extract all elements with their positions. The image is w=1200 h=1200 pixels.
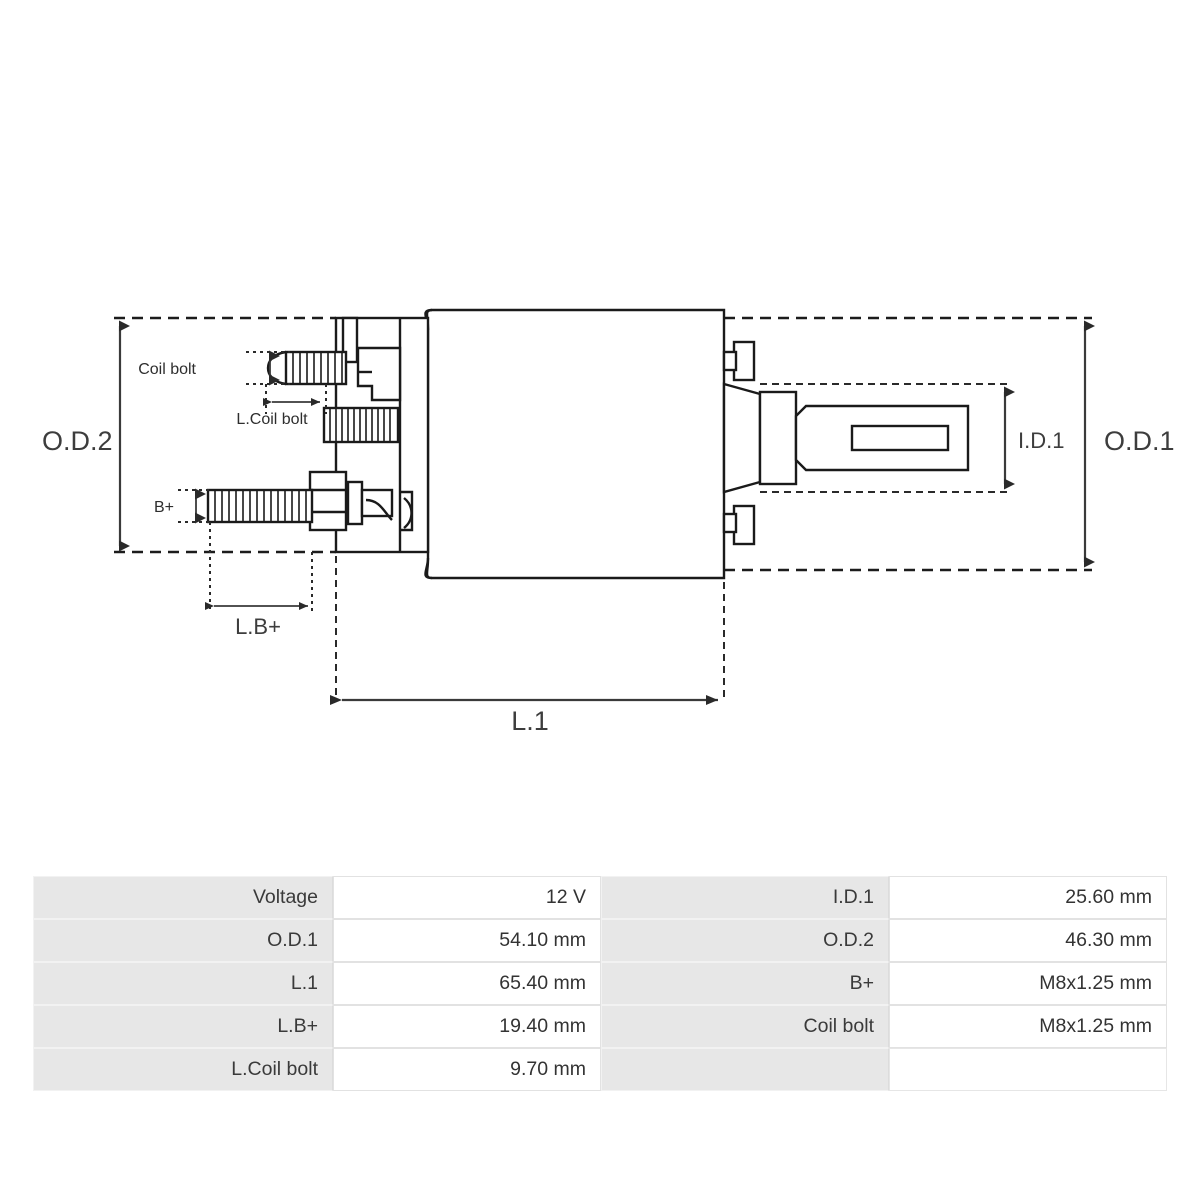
bplus-terminal-nut xyxy=(308,470,348,532)
spec-label: B+ xyxy=(601,962,889,1005)
id1-extension-lines xyxy=(760,383,1012,493)
spec-label: L.Coil bolt xyxy=(33,1048,333,1091)
solenoid-cross-section-drawing: O.D.2 O.D.1 I.D.1 Coil bolt L.Coil bolt xyxy=(42,308,1175,736)
l1-label: L.1 xyxy=(511,706,549,736)
coil-collar-hatch xyxy=(322,406,400,444)
l-coil-bolt-label: L.Coil bolt xyxy=(236,411,308,428)
spec-value: 19.40 mm xyxy=(333,1005,601,1048)
spec-value: M8x1.25 mm xyxy=(889,1005,1167,1048)
spec-value-empty xyxy=(889,1048,1167,1091)
od2-label: O.D.2 xyxy=(42,426,113,456)
spec-value: 54.10 mm xyxy=(333,919,601,962)
od1-extension-lines xyxy=(724,316,1092,572)
dimension-l-coil-bolt: L.Coil bolt xyxy=(236,384,327,428)
spec-value: 25.60 mm xyxy=(889,876,1167,919)
id1-label: I.D.1 xyxy=(1018,428,1064,453)
lbplus-label: L.B+ xyxy=(235,614,281,639)
specification-table-wrapper: Voltage 12 V I.D.1 25.60 mm O.D.1 54.10 … xyxy=(33,876,1167,1091)
dimension-lbplus: L.B+ xyxy=(205,522,313,639)
spec-value: M8x1.25 mm xyxy=(889,962,1167,1005)
spec-value: 46.30 mm xyxy=(889,919,1167,962)
table-row: Voltage 12 V I.D.1 25.60 mm xyxy=(33,876,1167,919)
bplus-label: B+ xyxy=(154,499,174,516)
spec-label: O.D.1 xyxy=(33,919,333,962)
od1-label: O.D.1 xyxy=(1104,426,1175,456)
table-row: O.D.1 54.10 mm O.D.2 46.30 mm xyxy=(33,919,1167,962)
solenoid-right-assembly xyxy=(722,340,970,546)
table-row: L.1 65.40 mm B+ M8x1.25 mm xyxy=(33,962,1167,1005)
od2-extension-lines xyxy=(114,316,336,554)
table-row: L.Coil bolt 9.70 mm xyxy=(33,1048,1167,1091)
dimension-bplus: B+ xyxy=(154,488,212,524)
solenoid-left-housing xyxy=(206,316,430,554)
coil-bolt-label: Coil bolt xyxy=(138,361,196,378)
dimension-l1: L.1 xyxy=(330,556,725,736)
dimension-od1: O.D.1 xyxy=(1083,320,1175,568)
spec-label: I.D.1 xyxy=(601,876,889,919)
spec-label: O.D.2 xyxy=(601,919,889,962)
spec-value: 65.40 mm xyxy=(333,962,601,1005)
spec-label: Voltage xyxy=(33,876,333,919)
solenoid-main-body xyxy=(424,308,726,580)
spec-label: L.B+ xyxy=(33,1005,333,1048)
dimension-id1: I.D.1 xyxy=(1003,386,1064,490)
dimension-coil-bolt: Coil bolt xyxy=(138,350,290,386)
spec-value: 9.70 mm xyxy=(333,1048,601,1091)
table-row: L.B+ 19.40 mm Coil bolt M8x1.25 mm xyxy=(33,1005,1167,1048)
coil-bolt-thread xyxy=(266,350,348,386)
spec-value: 12 V xyxy=(333,876,601,919)
dimension-od2: O.D.2 xyxy=(42,320,130,552)
spec-label: Coil bolt xyxy=(601,1005,889,1048)
spec-label: L.1 xyxy=(33,962,333,1005)
bplus-thread xyxy=(206,488,314,524)
technical-drawing-area: O.D.2 O.D.1 I.D.1 Coil bolt L.Coil bolt xyxy=(42,308,1175,736)
spec-label-empty xyxy=(601,1048,889,1091)
specification-table: Voltage 12 V I.D.1 25.60 mm O.D.1 54.10 … xyxy=(33,876,1167,1091)
